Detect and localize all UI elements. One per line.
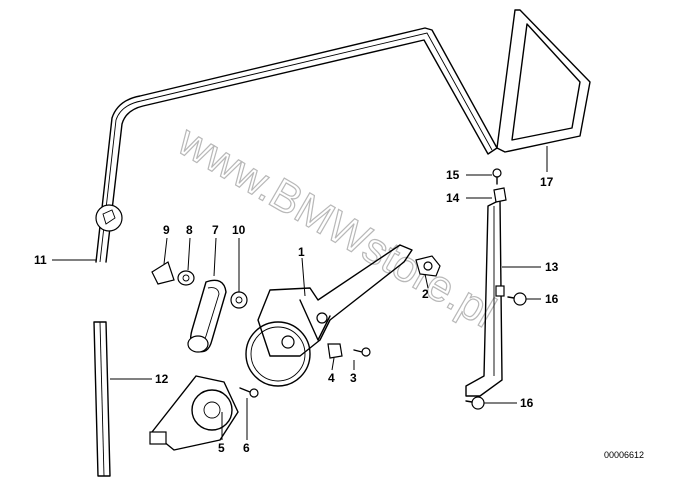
callout-1: 1: [298, 245, 305, 259]
callout-9: 9: [163, 223, 170, 237]
callout-15: 15: [446, 168, 460, 182]
bushing-8: [177, 270, 195, 286]
callout-2: 2: [422, 287, 429, 301]
washer-10: [230, 291, 248, 309]
callout-16-upper: 16: [545, 292, 559, 306]
reference-code: 00006612: [604, 450, 644, 460]
drive-belt-7: [187, 279, 227, 353]
nut-4: [327, 343, 343, 359]
motor-5: [149, 375, 239, 451]
leader-lines: [52, 146, 548, 440]
callout-6: 6: [243, 441, 250, 455]
callout-3: 3: [350, 371, 357, 385]
callout-10: 10: [232, 223, 246, 237]
callout-16-lower: 16: [520, 396, 534, 410]
roller-2: [415, 255, 441, 277]
quarter-window-frame-17: [496, 9, 591, 153]
callout-14: 14: [446, 191, 460, 205]
callout-17: 17: [540, 175, 554, 189]
clip-9: [151, 261, 175, 285]
bolt-16-lower: [465, 396, 485, 410]
frame-clip-icon: [95, 204, 123, 232]
screw-6: [239, 387, 259, 398]
screw-3: [353, 347, 371, 357]
screw-15: [492, 168, 502, 185]
callout-4: 4: [328, 371, 335, 385]
callout-7: 7: [212, 223, 219, 237]
callout-11: 11: [34, 253, 47, 267]
callout-8: 8: [186, 223, 193, 237]
guide-rail-13: [465, 199, 505, 397]
watermark-text: www.BMWstore.pl: [169, 116, 503, 337]
window-regulator-1: [245, 244, 413, 387]
lower-channel-12: [93, 321, 111, 477]
callout-13: 13: [545, 260, 559, 274]
callout-12: 12: [155, 372, 169, 386]
rail-clip-14: [493, 187, 507, 203]
callout-5: 5: [218, 441, 225, 455]
bolt-16-upper: [507, 292, 527, 306]
